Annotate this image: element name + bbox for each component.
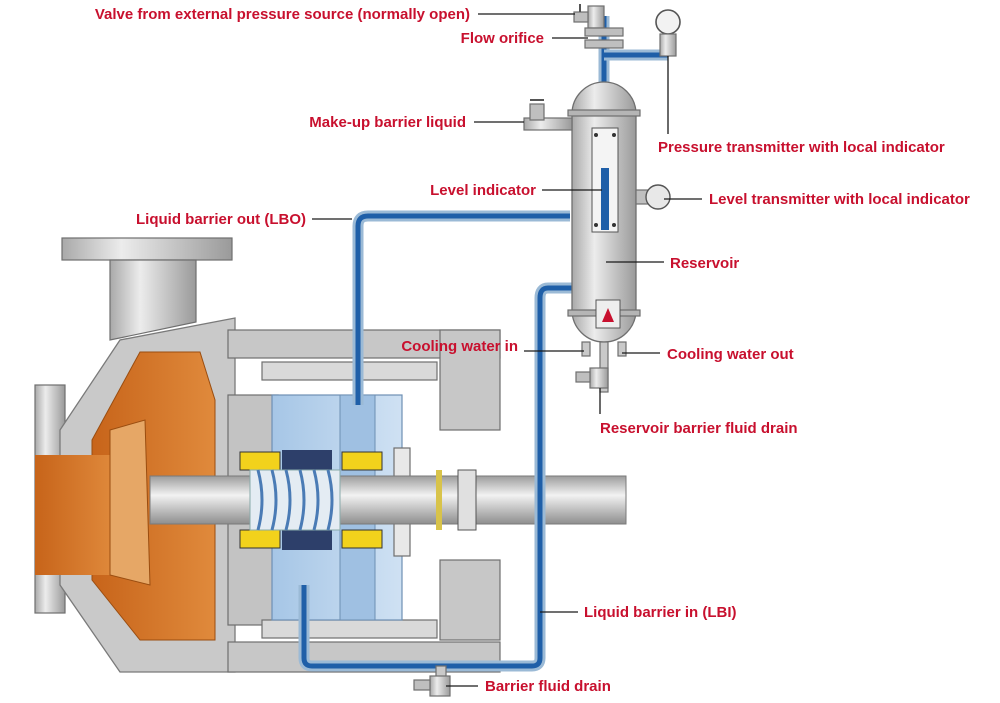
lbi-pipe: [301, 285, 572, 669]
impeller: [109, 419, 151, 586]
discharge-nozzle: [109, 259, 197, 341]
inboard-seal-upper: [239, 451, 281, 471]
frame-top-inner: [261, 361, 438, 381]
frame-right-lower: [439, 559, 501, 641]
frame-bottom-inner: [261, 619, 438, 639]
label-level-transmitter: Level transmitter with local indicator: [709, 191, 970, 208]
labels: Valve from external pressure source (nor…: [95, 6, 970, 695]
outboard-seal-lower: [341, 529, 383, 549]
shaft-sleeve: [249, 469, 341, 531]
reservoir-drain-valve: [575, 367, 609, 389]
shaft-assembly: [149, 469, 627, 531]
level-gauge-fluid: [601, 168, 609, 230]
external-pressure-valve: [573, 4, 605, 29]
label-barrier-drain: Barrier fluid drain: [485, 678, 611, 695]
label-level-indicator: Level indicator: [430, 182, 536, 199]
instruments: [413, 4, 681, 697]
label-reservoir: Reservoir: [670, 255, 739, 272]
label-reservoir-drain: Reservoir barrier fluid drain: [600, 420, 798, 437]
seal-dark-upper: [282, 450, 332, 472]
makeup-valve: [523, 99, 573, 131]
pressure-transmitter-icon: [655, 9, 681, 57]
label-cooling-in: Cooling water in: [401, 338, 518, 355]
shaft-collar: [457, 469, 477, 531]
frame-right-upper: [439, 329, 501, 431]
pumping-ring-spiral: [256, 469, 334, 531]
inboard-seal-lower: [239, 529, 281, 549]
suction-fluid: [35, 455, 115, 575]
outboard-seal-upper: [341, 451, 383, 471]
reservoir-drain-stub: [599, 341, 609, 393]
label-flow-orifice: Flow orifice: [461, 30, 544, 47]
label-valve-external: Valve from external pressure source (nor…: [95, 6, 470, 23]
barrier-piping: [298, 16, 668, 689]
label-cooling-out: Cooling water out: [667, 346, 794, 363]
barrier-drain-valve: [413, 675, 451, 697]
label-lbi: Liquid barrier in (LBI): [584, 604, 737, 621]
discharge-flange: [61, 237, 233, 261]
reservoir-vessel: [567, 81, 641, 393]
cooling-out-nozzle: [617, 341, 627, 357]
cooling-in-nozzle: [581, 341, 591, 357]
shaft: [149, 475, 627, 525]
seal-dark-lower: [282, 528, 332, 550]
collar-key: [436, 470, 442, 530]
reservoir-top-ring: [567, 109, 641, 117]
label-makeup-barrier: Make-up barrier liquid: [309, 114, 466, 131]
leader-lines: [312, 13, 702, 687]
label-pressure-transmitter: Pressure transmitter with local indicato…: [658, 139, 945, 156]
label-lbo: Liquid barrier out (LBO): [136, 211, 306, 228]
lbo-pipe: [355, 213, 570, 405]
flow-orifice: [584, 27, 624, 49]
level-transmitter-icon: [635, 184, 671, 210]
